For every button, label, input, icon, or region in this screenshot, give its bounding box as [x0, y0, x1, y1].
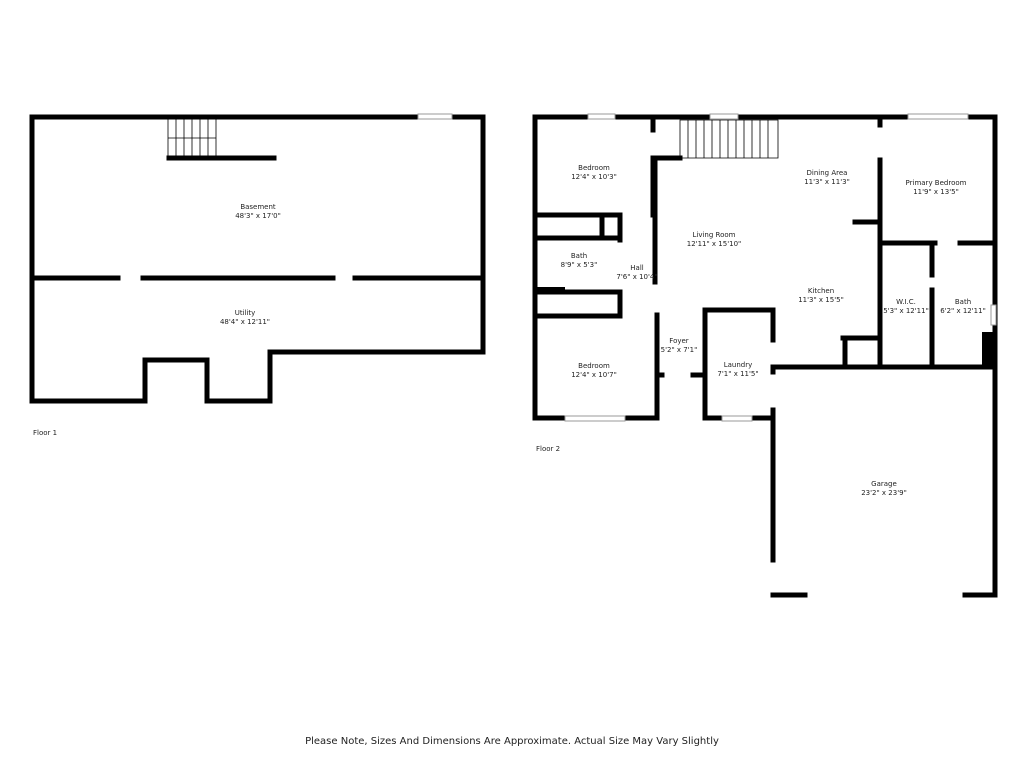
room-size: 5'2" x 7'1": [661, 346, 698, 354]
room-name: Primary Bedroom: [906, 179, 967, 187]
room-name: Foyer: [669, 337, 689, 345]
floor2-plan: Bedroom 12'4" x 10'3" Bath 8'9" x 5'3" H…: [532, 113, 998, 598]
room-name: Laundry: [724, 361, 753, 369]
room-size: 11'9" x 13'5": [913, 188, 959, 196]
room-size: 12'4" x 10'3": [571, 173, 617, 181]
room-size: 7'6" x 10'4": [616, 273, 657, 281]
room-name: Hall: [630, 264, 643, 272]
floor-label: Floor 1: [33, 429, 57, 437]
room-size: 5'3" x 12'11": [883, 307, 929, 315]
room-size: 12'11" x 15'10": [687, 240, 742, 248]
floor1-plan: Basement 48'3" x 17'0" Utility 48'4" x 1…: [29, 113, 486, 437]
room-name: Bedroom: [578, 164, 610, 172]
disclaimer-note: Please Note, Sizes And Dimensions Are Ap…: [305, 736, 719, 747]
room-size: 6'2" x 12'11": [940, 307, 986, 315]
room-name: Living Room: [693, 231, 736, 239]
room-size: 23'2" x 23'9": [861, 489, 907, 497]
room-name: Dining Area: [807, 169, 848, 177]
room-size: 48'4" x 12'11": [220, 318, 270, 326]
room-size: 12'4" x 10'7": [571, 371, 617, 379]
room-name: Bedroom: [578, 362, 610, 370]
room-name: Kitchen: [808, 287, 834, 295]
room-size: 11'3" x 15'5": [798, 296, 844, 304]
stairs: [679, 119, 779, 159]
room-name: Bath: [955, 298, 971, 306]
floor1-walls: [29, 114, 486, 404]
room-name: Utility: [235, 309, 256, 317]
stairs: [167, 118, 217, 158]
room-size: 11'3" x 11'3": [804, 178, 850, 186]
room-size: 7'1" x 11'5": [717, 370, 758, 378]
windows: [564, 113, 997, 422]
floor-label: Floor 2: [536, 445, 560, 453]
room-size: 8'9" x 5'3": [561, 261, 598, 269]
room-name: W.I.C.: [896, 298, 916, 306]
room-name: Basement: [240, 203, 276, 211]
window: [417, 113, 453, 120]
room-name: Garage: [871, 480, 897, 488]
room-size: 48'3" x 17'0": [235, 212, 281, 220]
floor2-walls: [532, 114, 998, 598]
room-name: Bath: [571, 252, 587, 260]
